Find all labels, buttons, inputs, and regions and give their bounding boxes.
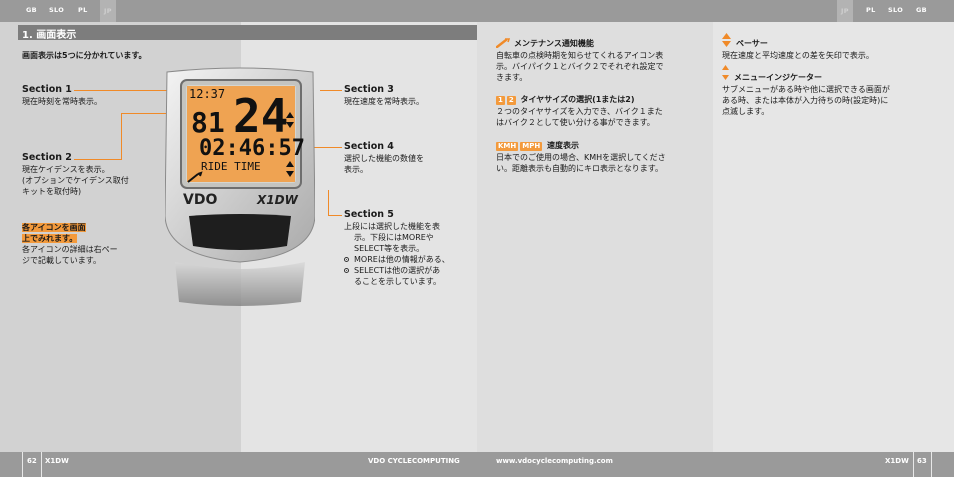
tire-line2: はバイク２として使い分ける事ができます。: [496, 118, 655, 127]
icons-note-highlight-1: 各アイコンを画面: [22, 223, 86, 232]
maintenance-title: メンテナンス通知機能: [514, 39, 594, 48]
section2-title: Section 2: [22, 152, 72, 163]
maintenance-line2: 示。バイパイク１とバイク２でそれぞれ設定で: [496, 62, 664, 71]
icons-note-line2: ジで記載しています。: [22, 256, 101, 265]
lang-slo[interactable]: SLO: [49, 6, 65, 14]
device-cadence: 81: [191, 106, 225, 139]
section4-line1: 選択した機能の数値を: [344, 154, 424, 163]
menu-indicator-icon: [722, 65, 729, 80]
section5-bullet1: MOREは他の情報がある、: [354, 255, 450, 264]
connector-section4: [296, 147, 342, 148]
speed-unit-line2: い。距離表示も自動的にキロ表示となります。: [496, 164, 663, 173]
section2-line2: (オプションでケイデンス取付: [22, 176, 129, 185]
connector-section2-top: [121, 113, 199, 114]
section3-title: Section 3: [344, 84, 394, 95]
bullet-icon: [344, 268, 349, 273]
tire-line1: ２つのタイヤサイズを入力でき、バイク１また: [496, 107, 663, 116]
speed-unit-title: 速度表示: [547, 141, 580, 150]
maintenance-line1: 自転車の点検時期を知らせてくれるアイコン表: [496, 51, 664, 60]
section5-bullet2-line1: SELECTは他の選択があ: [354, 266, 441, 275]
section5-line2: 示。下段にはMOREや: [354, 233, 434, 242]
pacer-line1: 現在速度と平均速度との差を矢印で表示。: [722, 51, 874, 60]
device-function: RIDE TIME: [201, 160, 261, 173]
lang-jp-active[interactable]: JP: [100, 0, 116, 22]
device-model: X1DW: [256, 193, 299, 207]
device-value: 02:46:57: [199, 136, 305, 161]
intro-text: 画面表示は5つに分かれています。: [22, 51, 147, 60]
footer-model-right: X1DW: [885, 457, 909, 465]
section5-line1: 上段には選択した機能を表: [344, 222, 440, 231]
menu-indicator-title: メニューインジケーター: [734, 73, 822, 82]
section5-bullet2-line2: ることを示しています。: [354, 277, 441, 286]
tire-title: タイヤサイズの選択(1または2): [520, 95, 635, 104]
top-language-bar-right: JP PL SLO GB: [477, 0, 954, 22]
section4-line2: 表示。: [344, 165, 368, 174]
menu-indicator-line3: 点滅します。: [722, 107, 770, 116]
tire-badge-1: 1: [496, 96, 505, 105]
device-time: 12:37: [189, 87, 225, 101]
device-speed: 24: [233, 89, 288, 143]
footer-url[interactable]: www.vdocyclecomputing.com: [496, 457, 613, 465]
wrench-icon: [496, 38, 510, 48]
lang-jp-active-right[interactable]: JP: [837, 0, 853, 22]
maintenance-line3: きます。: [496, 73, 528, 82]
device-wrench-icon: [187, 171, 203, 183]
menu-indicator-line1: サブメニューがある時や他に選択できる画面が: [722, 85, 890, 94]
lang-pl[interactable]: PL: [78, 6, 88, 14]
vdo-x1dw-device-illustration: 12:37 24 81 02:46:57 RIDE TIME VDO X1DW: [165, 67, 315, 306]
connector-section3: [320, 90, 342, 91]
footer-left: 62 X1DW VDO CYCLECOMPUTING: [0, 452, 477, 477]
icons-note-line1: 各アイコンの詳細は右ペー: [22, 245, 118, 254]
connector-section5-h: [328, 215, 342, 216]
section4-title: Section 4: [344, 141, 394, 152]
section1-desc: 現在時刻を常時表示。: [22, 97, 102, 106]
page-number-left: 62: [27, 457, 37, 465]
lang-gb[interactable]: GB: [26, 6, 37, 14]
connector-section2-v: [121, 113, 122, 160]
section3-desc: 現在速度を常時表示。: [344, 97, 424, 106]
section2-line1: 現在ケイデンスを表示。: [22, 165, 110, 174]
footer-right: www.vdocyclecomputing.com X1DW 63: [477, 452, 954, 477]
section1-title: Section 1: [22, 84, 72, 95]
heading-bar: [18, 25, 477, 40]
pacer-title: ペーサー: [736, 39, 768, 48]
tire-badge-2: 2: [506, 96, 516, 105]
page-title: 1. 画面表示: [22, 30, 77, 41]
lang-pl-right[interactable]: PL: [866, 6, 876, 14]
device-menu-indicator-icon: [286, 161, 294, 177]
device-brand: VDO: [183, 192, 217, 208]
device-button: [189, 214, 291, 250]
footer-model-left: X1DW: [45, 457, 69, 465]
connector-section1: [74, 90, 187, 91]
menu-indicator-line2: ある時、または本体が入力待ちの時(設定時)に: [722, 96, 889, 105]
section2-line3: キットを取付時): [22, 187, 82, 196]
page-number-right: 63: [917, 457, 927, 465]
section5-title: Section 5: [344, 209, 394, 220]
icons-note-highlight-2: 上でみれます。: [22, 234, 78, 243]
bullet-icon: [344, 257, 349, 262]
connector-section2-h: [74, 159, 122, 160]
section5-line3: SELECT等を表示。: [354, 244, 425, 253]
device-pacer-icon: [286, 112, 294, 128]
footer-brand: VDO CYCLECOMPUTING: [368, 457, 460, 465]
right-panel-a: [477, 0, 713, 477]
connector-section5-v: [328, 190, 329, 216]
lang-gb-right[interactable]: GB: [916, 6, 927, 14]
lang-slo-right[interactable]: SLO: [888, 6, 904, 14]
speed-unit-line1: 日本でのご使用の場合、KMHを選択してくださ: [496, 153, 666, 162]
top-language-bar-left: GB SLO PL JP: [0, 0, 477, 22]
mph-badge: MPH: [520, 142, 543, 151]
right-panel-b: [713, 0, 954, 477]
pacer-arrows-icon: [722, 33, 731, 47]
kmh-badge: KMH: [496, 142, 519, 151]
